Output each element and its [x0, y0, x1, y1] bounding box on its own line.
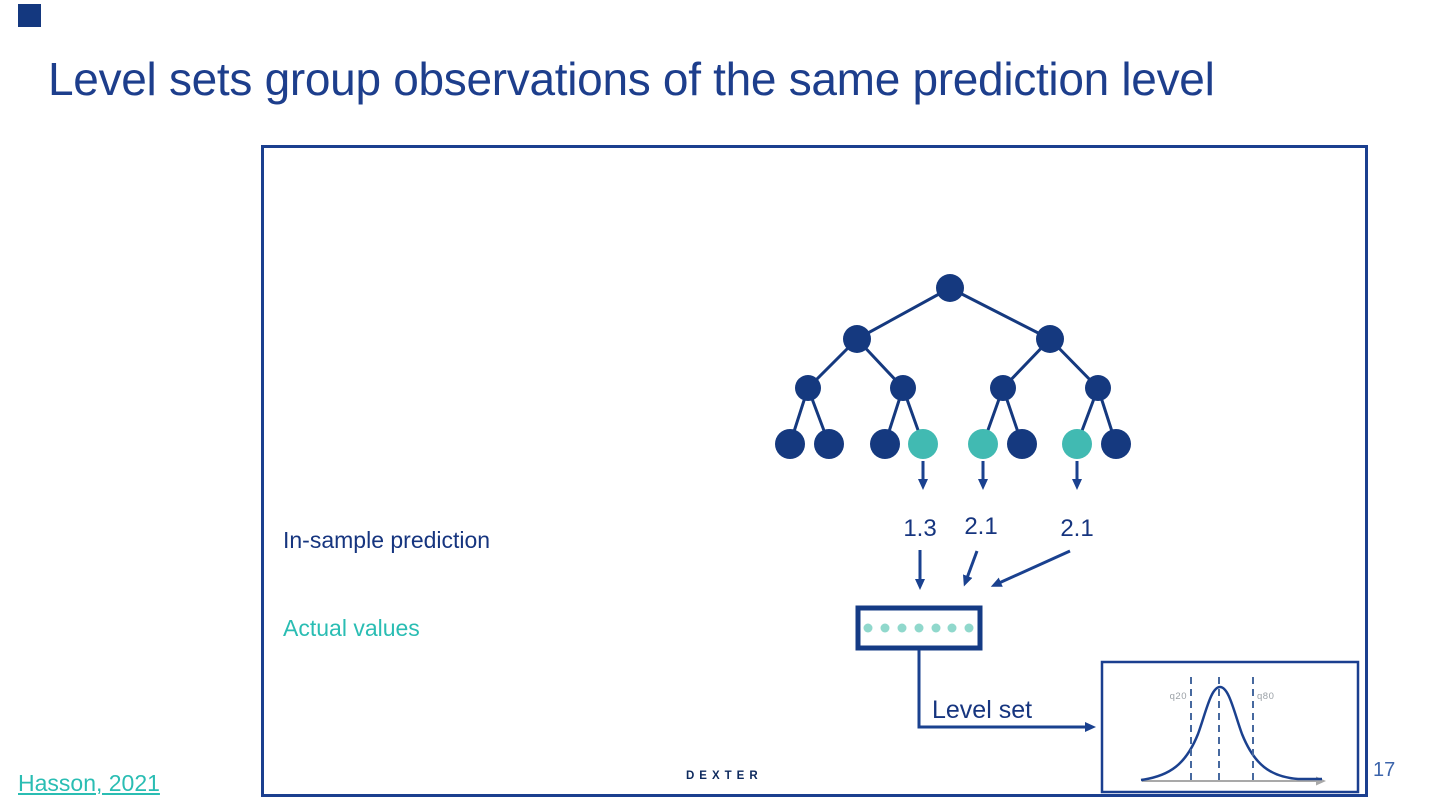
- actual-values-label: Actual values: [283, 615, 420, 641]
- in-sample-prediction-label: In-sample prediction: [283, 527, 491, 553]
- brand-square: [18, 4, 41, 27]
- slide-title: Level sets group observations of the sam…: [48, 53, 1215, 105]
- content-frame: [261, 145, 1368, 797]
- page-number: 17: [1373, 759, 1396, 781]
- citation-link[interactable]: Hasson, 2021: [18, 770, 160, 796]
- dexter-logo: DEXTER: [686, 770, 763, 782]
